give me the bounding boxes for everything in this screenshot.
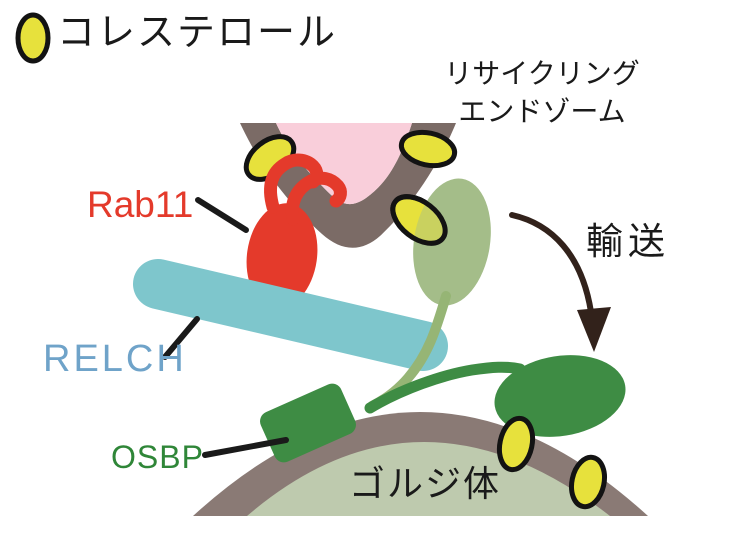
osbp-dark-linker — [364, 361, 526, 414]
endosome-lumen — [276, 123, 412, 205]
osbp-pointer-line — [202, 437, 289, 458]
rab11-pointer-line — [195, 197, 249, 233]
recycling-endosome-label-line2: エンドゾーム — [458, 96, 626, 127]
transport-arrowhead — [577, 307, 611, 352]
cholesterol-endosome-bottom-right-overlay — [390, 194, 448, 246]
recycling-endosome-label-line1: リサイクリング — [444, 58, 640, 89]
transport-label: 輸送 — [586, 221, 670, 262]
rab11-label: Rab11 — [87, 184, 194, 225]
cholesterol-endosome-top-right — [398, 129, 458, 169]
cholesterol-golgi-1 — [496, 415, 536, 473]
rab11-protein — [246, 153, 347, 309]
cholesterol-legend-label: コレステロール — [57, 12, 338, 54]
osbp-golgi-domain — [494, 355, 626, 437]
relch-pointer-line — [162, 316, 200, 360]
cholesterol-legend-icon — [15, 12, 51, 64]
golgi-label: ゴルジ体 — [349, 463, 502, 504]
transport-arrow — [509, 212, 611, 352]
relch-rod — [133, 259, 448, 371]
recycling-endosome-label: リサイクリング エンドゾーム — [408, 55, 676, 131]
rab11-prong-right — [285, 171, 347, 226]
golgi-lumen — [247, 442, 610, 516]
relch-label: RELCH — [43, 338, 187, 380]
osbp-label: OSBP — [111, 439, 204, 475]
cholesterol-golgi-2 — [569, 454, 607, 510]
